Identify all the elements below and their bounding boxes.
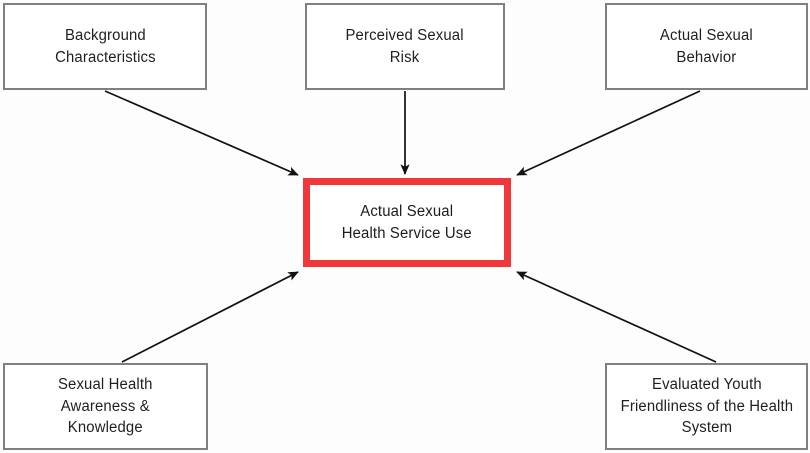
node-actual-sexual-health-service-use: Actual Sexual Health Service Use: [303, 178, 511, 267]
node-sexual-health-awareness-knowledge: Sexual Health Awareness & Knowledge: [3, 363, 208, 450]
edge-friendliness-to-center: [516, 271, 717, 363]
node-label: Actual Sexual Health Service Use: [341, 203, 473, 242]
node-label: Perceived Sexual Risk: [345, 27, 465, 66]
node-label: Actual Sexual Behavior: [660, 27, 753, 66]
node-evaluated-youth-friendliness: Evaluated Youth Friendliness of the Heal…: [605, 363, 808, 450]
edge-background-to-center: [104, 90, 299, 176]
edge-behavior-to-center: [516, 90, 701, 176]
node-label: Evaluated Youth Friendliness of the Heal…: [620, 376, 793, 437]
node-background-characteristics: Background Characteristics: [3, 3, 207, 90]
node-actual-sexual-behavior: Actual Sexual Behavior: [605, 3, 808, 90]
edge-awareness-to-center: [121, 271, 299, 363]
node-label: Sexual Health Awareness & Knowledge: [58, 376, 153, 437]
node-label: Background Characteristics: [54, 27, 156, 66]
node-perceived-sexual-risk: Perceived Sexual Risk: [305, 3, 505, 90]
